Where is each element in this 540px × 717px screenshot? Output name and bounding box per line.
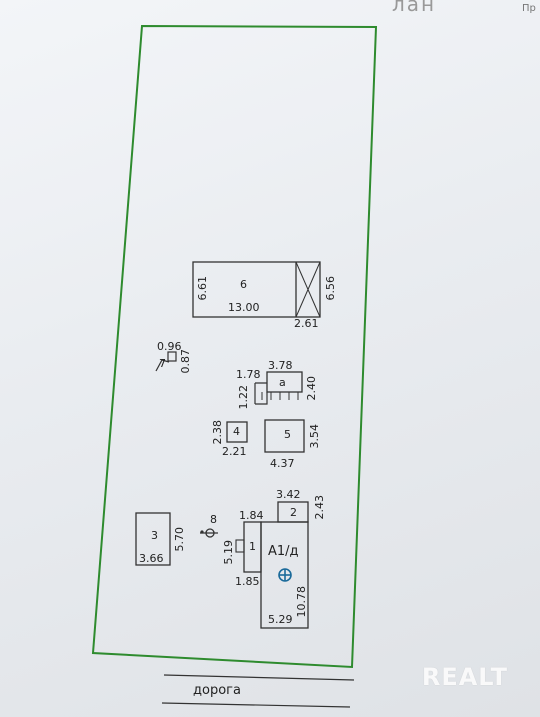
building-a-label: а bbox=[279, 376, 286, 389]
building-a-lefttop-dim: 1.78 bbox=[236, 368, 261, 381]
building-a1d bbox=[260, 521, 309, 629]
realt-watermark: REALT bbox=[421, 663, 508, 691]
building-a-right-dim: 2.40 bbox=[305, 376, 318, 401]
building-2-top-dim: 3.42 bbox=[276, 488, 301, 501]
building-7-top-dim: 0.96 bbox=[157, 340, 182, 353]
building-1-top-dim: 1.84 bbox=[239, 509, 264, 522]
building-a-left-dim: 1.22 bbox=[237, 385, 250, 410]
building-a bbox=[266, 371, 303, 393]
building-7-right-dim: 0.87 bbox=[179, 349, 192, 374]
building-5-right-dim: 3.54 bbox=[308, 424, 321, 449]
building-3-bottom-dim: 3.66 bbox=[139, 552, 164, 565]
building-a1d-bottom-dim: 5.29 bbox=[268, 613, 293, 626]
building-a1d-label: А1/д bbox=[268, 544, 299, 559]
building-5-bottom-dim: 4.37 bbox=[270, 457, 295, 470]
building-4-label: 4 bbox=[233, 425, 240, 438]
building-3-right-dim: 5.70 bbox=[173, 527, 186, 552]
header-corner: Пр bbox=[522, 3, 536, 14]
well-8-label: 8 bbox=[210, 513, 217, 526]
building-6-left-dim: 6.61 bbox=[196, 276, 209, 301]
building-3-label: 3 bbox=[151, 529, 158, 542]
building-a-steps bbox=[254, 382, 268, 405]
road-label: дорога bbox=[193, 683, 241, 698]
building-7-mark bbox=[155, 359, 170, 372]
building-1-bottom-dim: 1.85 bbox=[235, 575, 260, 588]
building-2-right-dim: 2.43 bbox=[313, 495, 326, 520]
road-line-top bbox=[163, 674, 355, 681]
building-7 bbox=[167, 351, 177, 362]
building-1-left-dim: 5.19 bbox=[222, 540, 235, 565]
building-1-label: 1 bbox=[249, 540, 256, 553]
building-7-label: 7 bbox=[159, 357, 166, 370]
building-a1d-right-dim: 10.78 bbox=[295, 586, 308, 618]
building-6-annex-dim: 2.61 bbox=[294, 317, 319, 330]
road-line-bottom bbox=[161, 702, 351, 708]
building-5 bbox=[264, 419, 305, 453]
building-6-annex-cross2 bbox=[295, 261, 321, 318]
plot-boundary bbox=[91, 24, 378, 669]
building-6-right-dim: 6.56 bbox=[324, 276, 337, 301]
building-4-left-dim: 2.38 bbox=[211, 420, 224, 445]
header-fragment: лан bbox=[392, 0, 437, 16]
building-6 bbox=[192, 261, 321, 318]
building-3 bbox=[135, 512, 171, 566]
building-2-label: 2 bbox=[290, 506, 297, 519]
building-a-hatch bbox=[261, 392, 299, 400]
building-a-top-dim: 3.78 bbox=[268, 359, 293, 372]
building-1-door bbox=[235, 539, 245, 553]
building-6-label: 6 bbox=[240, 278, 247, 291]
building-5-label: 5 bbox=[284, 428, 291, 441]
building-4 bbox=[226, 421, 248, 443]
well-8-dot bbox=[200, 530, 204, 534]
building-4-bottom-dim: 2.21 bbox=[222, 445, 247, 458]
building-6-bottom-dim: 13.00 bbox=[228, 301, 260, 314]
